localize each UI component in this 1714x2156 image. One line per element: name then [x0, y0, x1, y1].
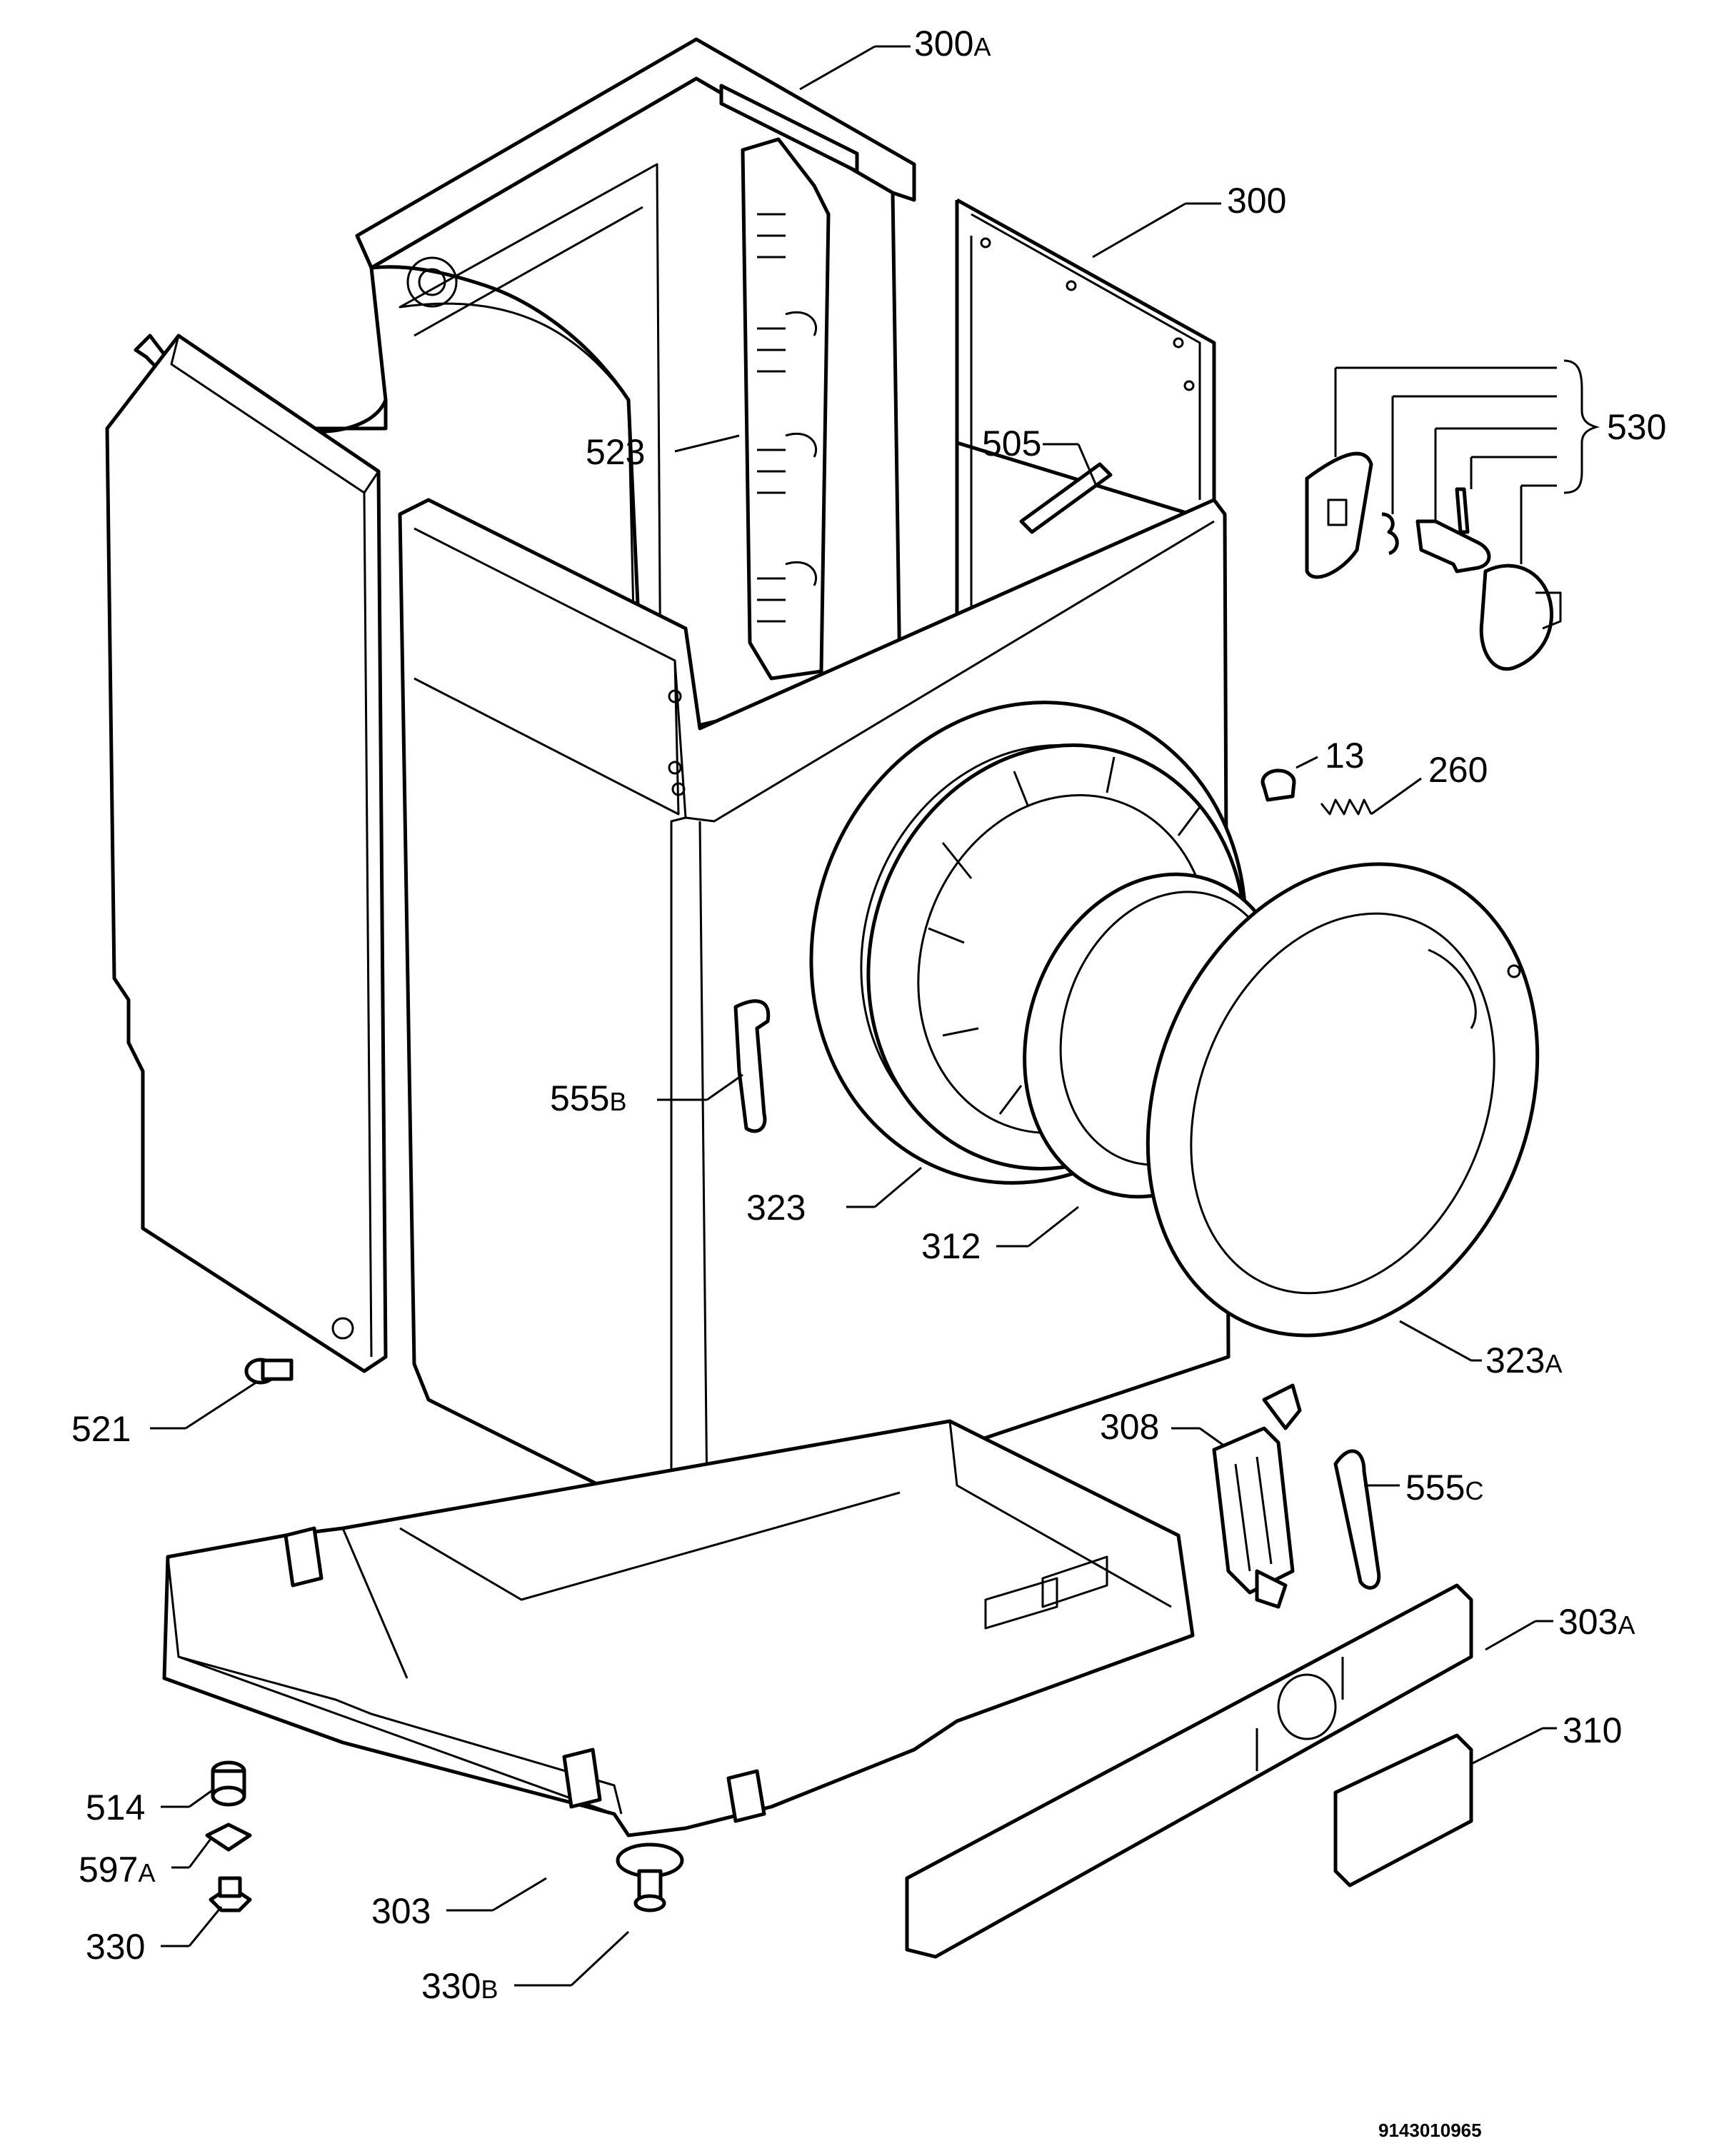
screw-521: [244, 1358, 294, 1385]
callout-310: 310: [1563, 1710, 1622, 1750]
spring-260: [1320, 798, 1373, 816]
small-parts: [205, 1760, 252, 1912]
callout-260: 260: [1428, 750, 1488, 790]
callout-323A: 323A: [1485, 1340, 1562, 1380]
side-panel-left: [105, 334, 388, 1373]
callout-514: 514: [86, 1788, 145, 1827]
callout-303: 303: [371, 1891, 431, 1931]
latch-assembly-530: [1305, 451, 1562, 671]
callout-308: 308: [1100, 1407, 1159, 1447]
callout-597A: 597A: [79, 1850, 155, 1890]
control-panel-303A: [905, 1583, 1473, 1959]
handle-555C: [1333, 1449, 1381, 1590]
callout-555C: 555C: [1405, 1468, 1483, 1508]
callout-505: 505: [982, 423, 1041, 463]
bushing-13: [1261, 768, 1296, 802]
handle-555B: [733, 999, 771, 1133]
callout-300: 300: [1227, 181, 1286, 221]
callout-530: 530: [1607, 407, 1666, 447]
callout-521: 521: [71, 1409, 131, 1449]
callout-labels: 300A 300 530 523 505 13 260 555B 323 312…: [71, 24, 1666, 2141]
base-frame-303: [162, 1419, 1195, 1912]
callout-13: 13: [1325, 736, 1365, 776]
callout-555B: 555B: [550, 1078, 626, 1118]
bracket-523: [741, 137, 831, 681]
callout-330: 330: [86, 1927, 145, 1967]
callout-303A: 303A: [1558, 1602, 1635, 1642]
callout-312: 312: [921, 1226, 981, 1266]
hinge-308: [1212, 1383, 1302, 1609]
leader-lines: [150, 45, 1600, 1987]
document-number: 9143010965: [1378, 2120, 1482, 2141]
button-310: [1333, 1733, 1473, 1887]
callout-330B: 330B: [421, 1966, 498, 2006]
callout-300A: 300A: [914, 24, 991, 64]
rod-505: [1019, 462, 1113, 534]
door-ring-323A: [1146, 862, 1540, 1338]
callout-523: 523: [586, 432, 645, 472]
callout-323: 323: [746, 1188, 806, 1228]
